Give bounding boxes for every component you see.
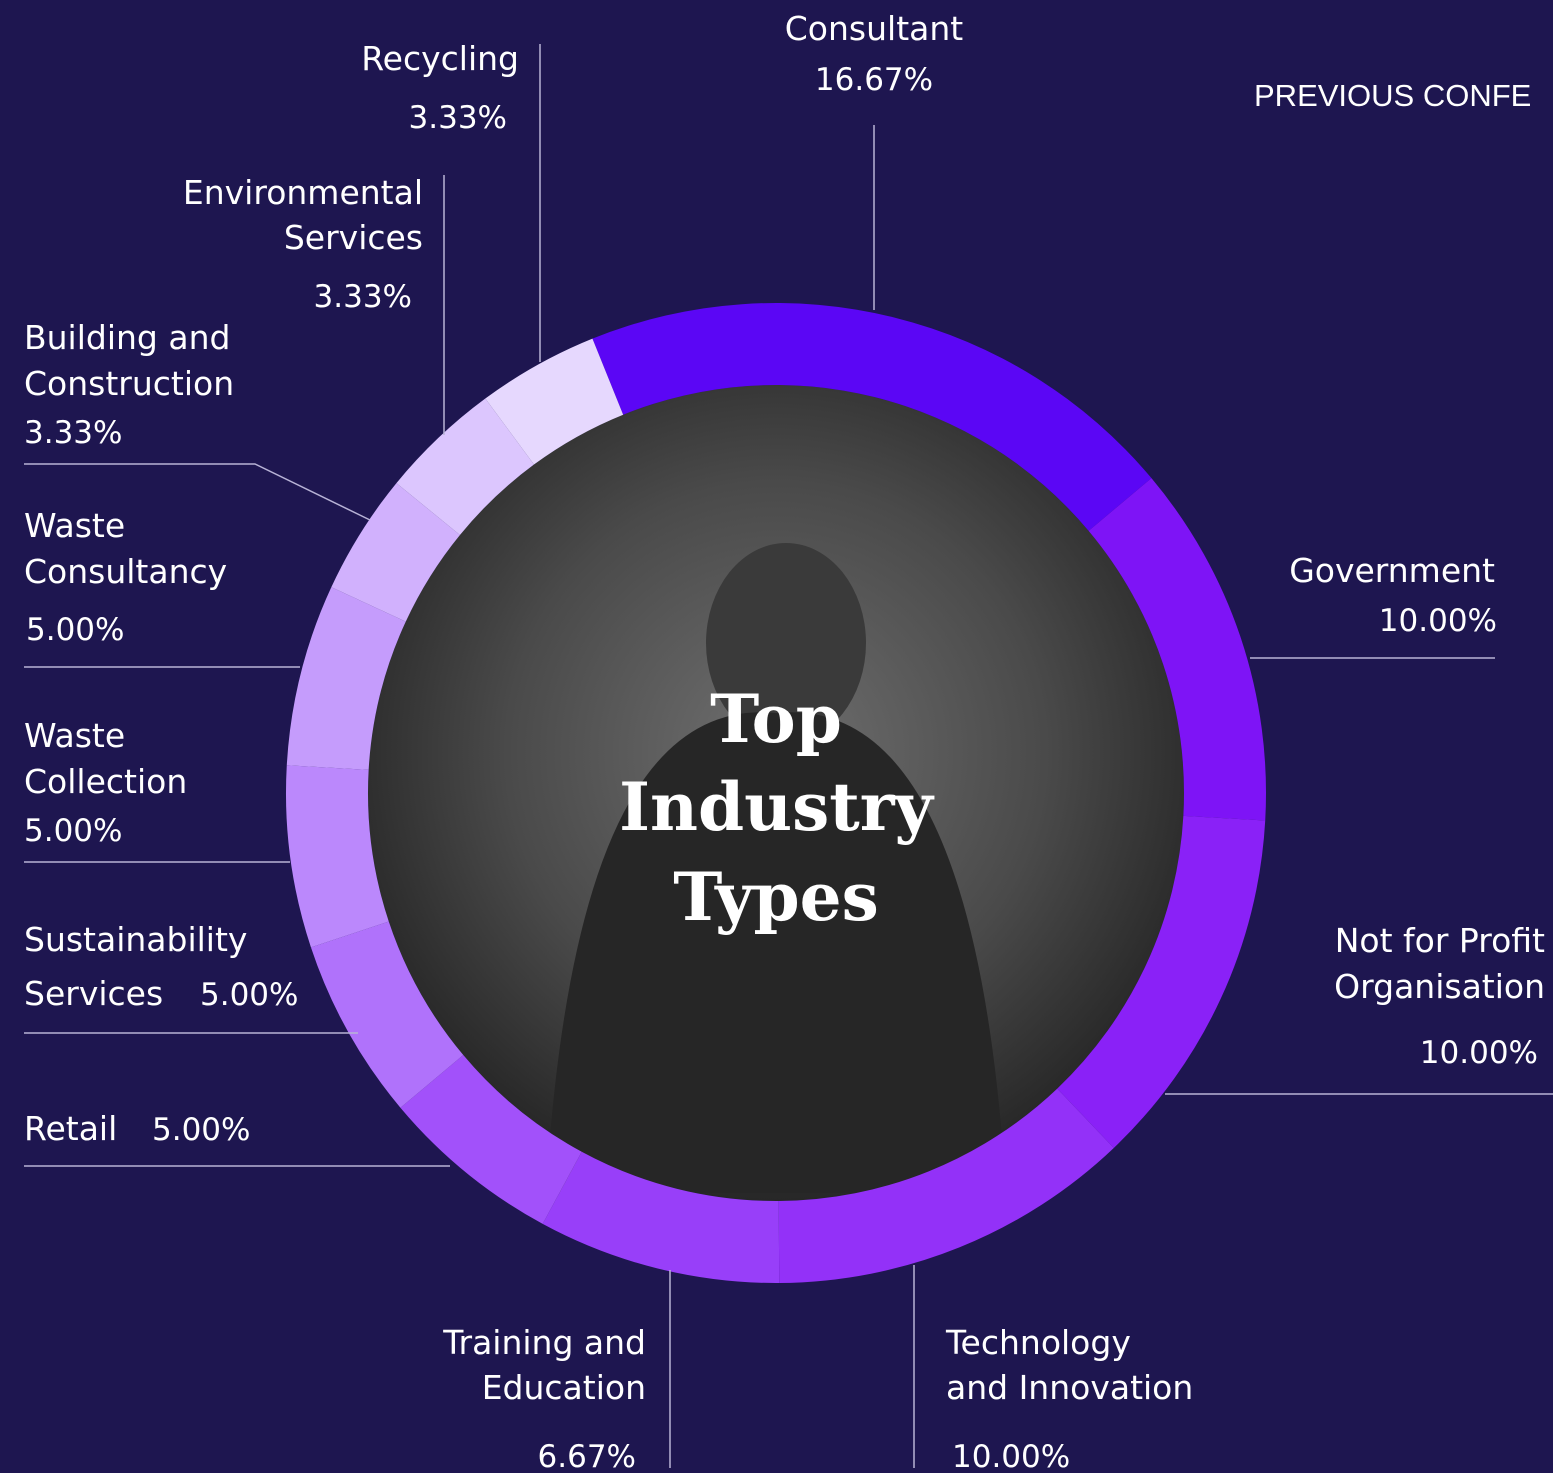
slice-label-waste-collection: Waste — [24, 716, 125, 755]
slice-label-not-for-profit-organisation: Organisation — [1334, 967, 1545, 1006]
slice-label-training-and-education: Training and — [442, 1323, 646, 1362]
slice-value-technology-and-innovation: 10.00% — [952, 1439, 1070, 1473]
slice-value-retail: 5.00% — [152, 1112, 250, 1148]
slice-label-consultant: Consultant — [785, 9, 963, 48]
slice-label-sustainability-services: Sustainability — [24, 920, 247, 959]
slice-label-not-for-profit-organisation: Not for Profit — [1335, 921, 1545, 960]
slice-labels: Consultant 16.67% Government 10.00% Not for … — [24, 9, 1545, 1473]
slice-label-waste-collection: Collection — [24, 762, 187, 801]
slice-training-and-education — [542, 1151, 780, 1283]
slice-value-not-for-profit-organisation: 10.00% — [1420, 1035, 1538, 1071]
photo-person-head — [706, 543, 866, 743]
center-photo — [368, 385, 1184, 1201]
slice-retail — [400, 1055, 582, 1224]
center-title-line: Types — [673, 858, 879, 936]
slice-label-training-and-education: Education — [482, 1368, 646, 1407]
slice-label-environmental-services: Environmental — [183, 173, 423, 212]
slice-value-sustainability-services: 5.00% — [200, 977, 298, 1013]
slice-label-retail: Retail — [24, 1109, 117, 1148]
center-title-line: Top — [710, 680, 842, 758]
slice-value-waste-collection: 5.00% — [24, 813, 122, 849]
slice-label-waste-consultancy: Waste — [24, 506, 125, 545]
slice-value-recycling: 3.33% — [409, 100, 507, 136]
photo-person-body — [546, 712, 1006, 1193]
slice-value-building-and-construction: 3.33% — [24, 415, 122, 451]
slice-building-and-construction — [331, 483, 460, 622]
slice-government — [1088, 478, 1267, 821]
leader-line-building-and-construction — [24, 463, 371, 521]
slice-waste-collection — [286, 765, 389, 948]
leader-lines — [24, 44, 1553, 1468]
slice-label-sustainability-services: Services — [24, 974, 163, 1013]
slice-label-technology-and-innovation: and Innovation — [946, 1368, 1193, 1407]
slice-recycling — [485, 338, 624, 465]
donut-slices — [286, 302, 1267, 1283]
slice-value-consultant: 16.67% — [815, 62, 933, 98]
slice-value-environmental-services: 3.33% — [314, 279, 412, 315]
slice-not-for-profit-organisation — [1057, 815, 1266, 1148]
slice-label-technology-and-innovation: Technology — [945, 1323, 1131, 1362]
slice-label-building-and-construction: Construction — [24, 364, 234, 403]
previous-conference-link[interactable]: PREVIOUS CONFE — [1254, 78, 1532, 113]
slice-technology-and-innovation — [778, 1088, 1114, 1283]
center-title-line: Industry — [619, 768, 934, 846]
slice-label-building-and-construction: Building and — [24, 318, 230, 357]
slice-consultant — [592, 302, 1152, 531]
slice-label-environmental-services: Services — [284, 218, 423, 257]
slice-value-waste-consultancy: 5.00% — [26, 612, 124, 648]
slice-label-waste-consultancy: Consultancy — [24, 552, 227, 591]
slice-label-government: Government — [1289, 551, 1495, 590]
slice-waste-consultancy — [286, 587, 406, 770]
slice-sustainability-services — [310, 921, 464, 1108]
slice-value-training-and-education: 6.67% — [538, 1439, 636, 1473]
slice-value-government: 10.00% — [1379, 603, 1497, 639]
slice-label-recycling: Recycling — [361, 39, 519, 78]
slice-environmental-services — [396, 398, 534, 535]
